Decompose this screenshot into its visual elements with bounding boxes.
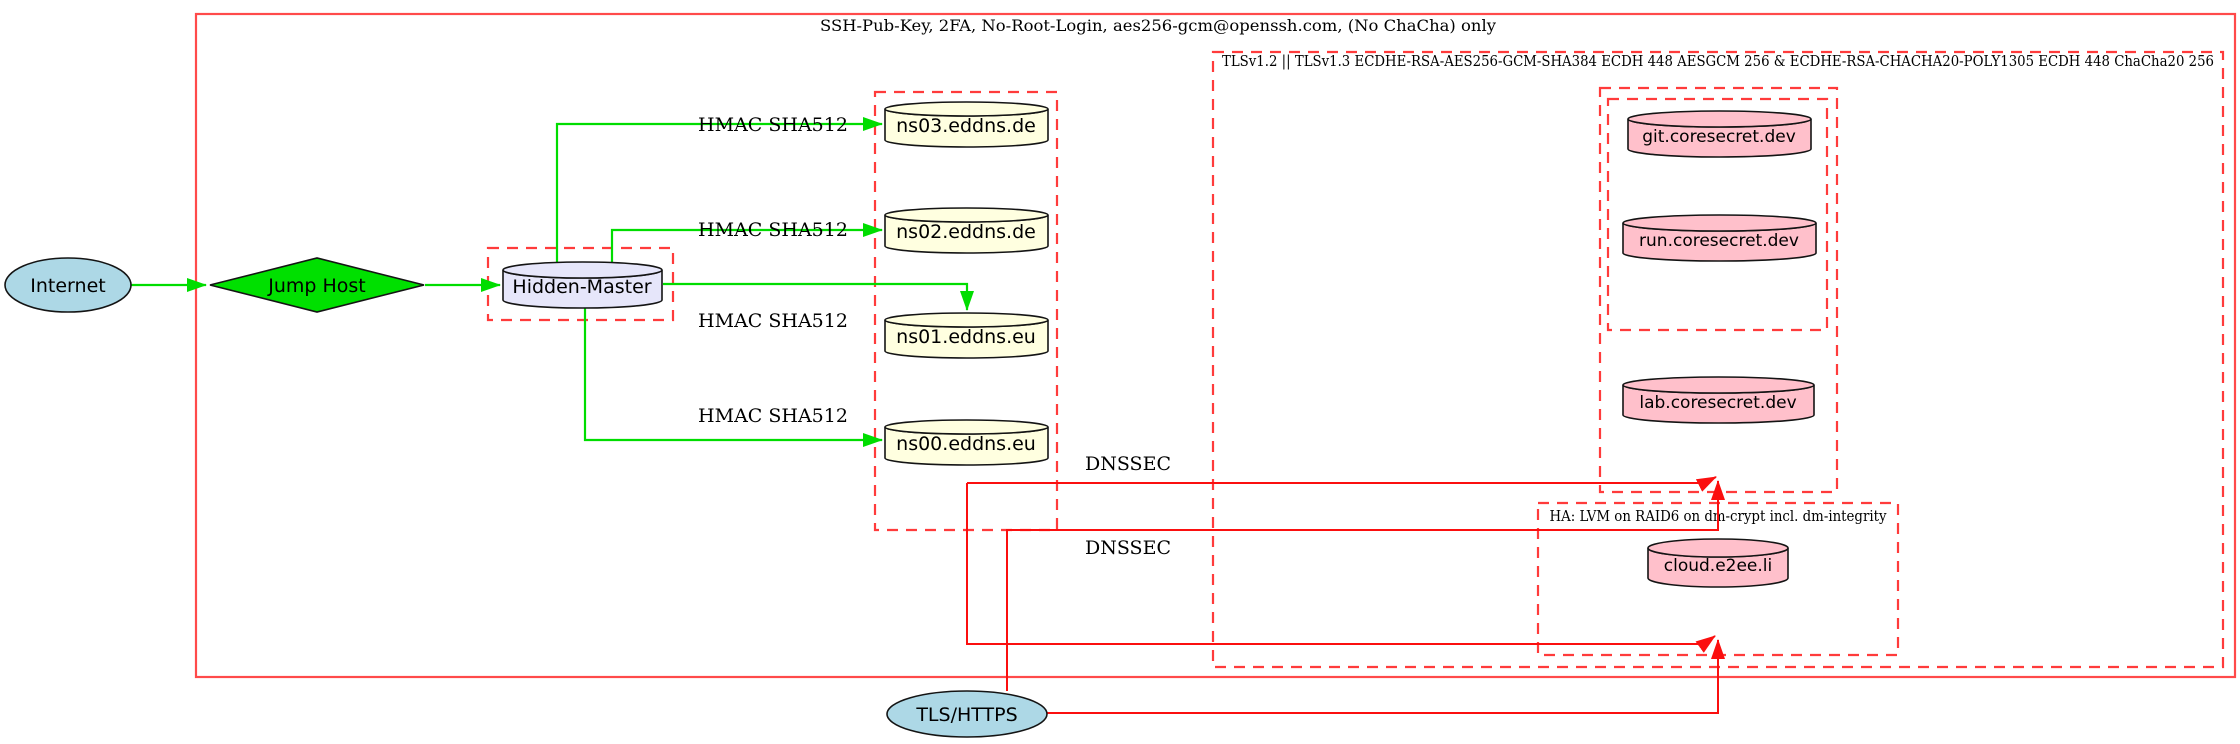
node-git-label: git.coresecret.dev [1642, 127, 1796, 147]
cluster-tls-label: TLSv1.2 || TLSv1.3 ECDHE-RSA-AES256-GCM-… [1222, 52, 2214, 70]
edge-label-dnssec-1: DNSSEC [1085, 453, 1171, 475]
node-run-label: run.coresecret.dev [1639, 231, 1799, 251]
node-hidden-master-label: Hidden-Master [512, 276, 651, 298]
node-internet [4, 257, 132, 313]
cluster-ssh-border [194, 12, 2237, 679]
node-ns00-label: ns00.eddns.eu [896, 433, 1036, 455]
edge-tls-to-coresecret [1006, 480, 1725, 691]
edge-hiddenmaster-to-ns00 [583, 308, 883, 447]
node-lab-label: lab.coresecret.dev [1639, 393, 1796, 413]
edge-label-hmac-ns03: HMAC SHA512 [698, 114, 848, 136]
edge-hiddenmaster-to-ns03 [555, 117, 883, 263]
edge-label-hmac-ns02: HMAC SHA512 [698, 219, 848, 241]
node-ns03-label: ns03.eddns.de [896, 115, 1036, 137]
edge-label-dnssec-2: DNSSEC [1085, 537, 1171, 559]
edge-tls-to-ha [1047, 639, 1725, 714]
edge-hiddenmaster-to-ns01 [663, 282, 974, 311]
cluster-coresecret-inner-border [1606, 97, 1829, 332]
node-tls-https [886, 690, 1048, 738]
node-ns00-top [884, 419, 1049, 435]
edge-hiddenmaster-to-ns02 [610, 223, 883, 263]
edge-label-hmac-ns00: HMAC SHA512 [698, 405, 848, 427]
node-ns01-label: ns01.eddns.eu [896, 326, 1036, 348]
edge-dnssec-to-coresecret [967, 476, 1717, 492]
node-ns03-top [884, 101, 1049, 117]
edge-label-hmac-ns01: HMAC SHA512 [698, 310, 848, 332]
node-jump-host [209, 257, 425, 313]
node-git-top [1627, 110, 1812, 128]
cluster-ssh-label: SSH-Pub-Key, 2FA, No-Root-Login, aes256-… [820, 16, 1496, 35]
node-ns02-top [884, 207, 1049, 223]
node-cloud-top [1647, 538, 1789, 558]
edge-dnssec-to-ha [966, 483, 1716, 653]
node-internet-label: Internet [30, 275, 105, 297]
cluster-coresecret-outer-border [1598, 86, 1839, 494]
node-tls-https-label: TLS/HTTPS [915, 704, 1017, 726]
node-run-top [1622, 214, 1817, 232]
node-ns02-label: ns02.eddns.de [896, 221, 1036, 243]
node-jump-host-label: Jump Host [267, 275, 366, 297]
node-cloud-label: cloud.e2ee.li [1664, 556, 1772, 576]
node-lab-top [1622, 376, 1815, 394]
node-hidden-master-top [502, 261, 663, 279]
node-ns01-top [884, 312, 1049, 328]
